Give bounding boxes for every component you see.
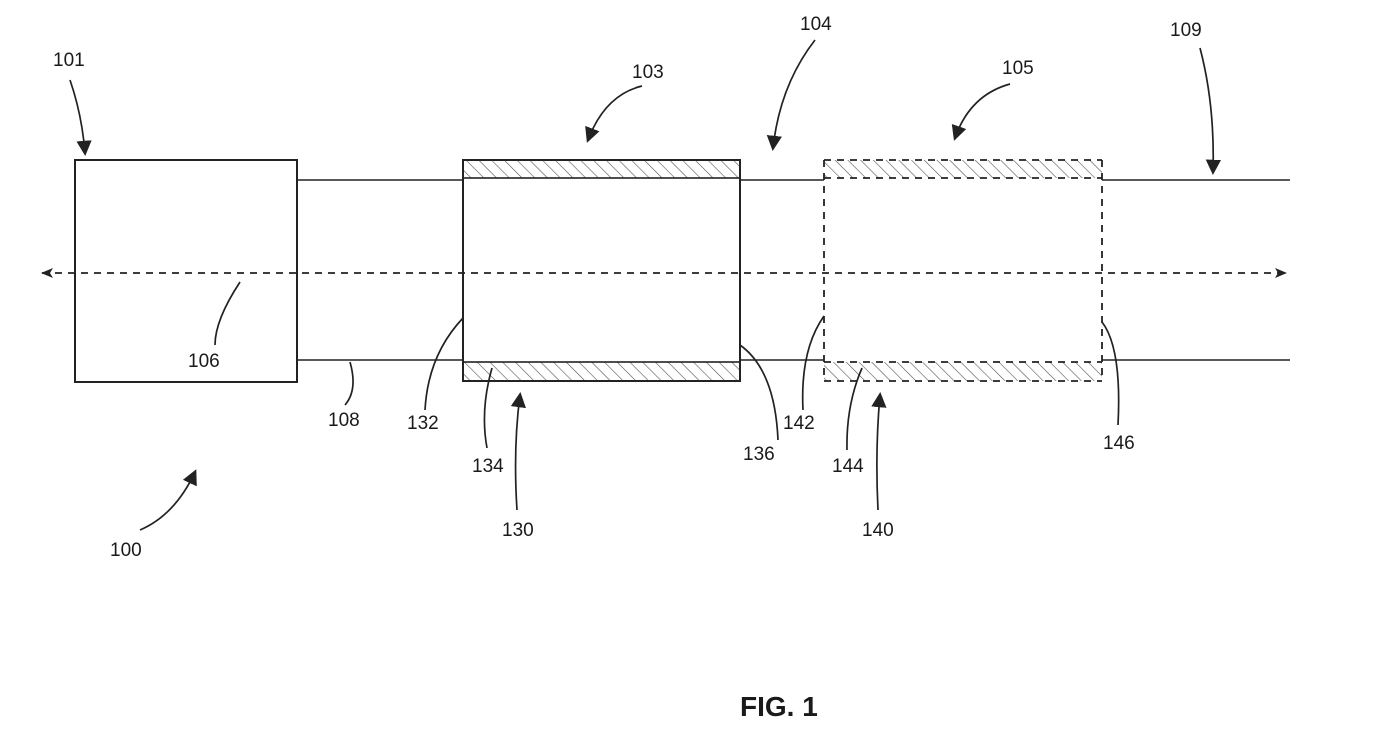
leader-105 (955, 84, 1010, 138)
leader-108 (345, 362, 353, 405)
label-136: 136 (743, 444, 775, 465)
label-130: 130 (502, 520, 534, 541)
label-101: 101 (53, 50, 85, 71)
block-101 (75, 160, 297, 382)
leader-132 (425, 318, 463, 410)
sleeve-105-top-hatch (824, 160, 1102, 178)
leader-146 (1102, 322, 1119, 425)
label-103: 103 (632, 62, 664, 83)
label-140: 140 (862, 520, 894, 541)
sleeve-103-body (463, 160, 740, 381)
leader-100 (140, 472, 195, 530)
label-100: 100 (110, 540, 142, 561)
leader-104 (773, 40, 815, 148)
label-106: 106 (188, 351, 220, 372)
leader-103 (588, 86, 642, 140)
leader-130 (516, 395, 520, 510)
label-105: 105 (1002, 58, 1034, 79)
sleeve-105-body (824, 160, 1102, 381)
label-104: 104 (800, 14, 832, 35)
label-132: 132 (407, 413, 439, 434)
sleeve-103-top-hatch (463, 160, 740, 178)
sleeve-103-bottom-hatch (463, 362, 740, 381)
leader-109 (1200, 48, 1213, 172)
label-109: 109 (1170, 20, 1202, 41)
label-134: 134 (472, 456, 504, 477)
sleeve-105-bottom-hatch (824, 362, 1102, 381)
label-144: 144 (832, 456, 864, 477)
leader-142 (803, 316, 824, 410)
label-146: 146 (1103, 433, 1135, 454)
label-108: 108 (328, 410, 360, 431)
leader-140 (877, 395, 880, 510)
leader-106 (215, 282, 240, 345)
label-142: 142 (783, 413, 815, 434)
figure-caption: FIG. 1 (740, 691, 818, 722)
leader-101 (70, 80, 85, 153)
